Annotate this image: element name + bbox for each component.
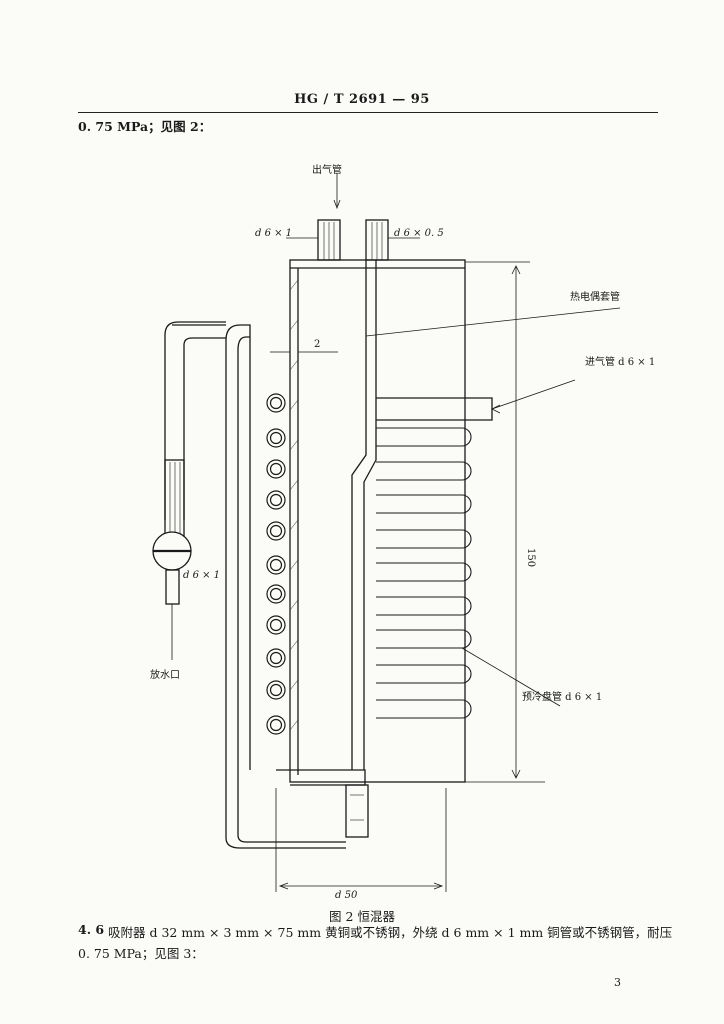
section-text-line2: 0. 75 MPa；见图 3：: [78, 946, 204, 961]
label-height-150: 150: [525, 548, 536, 567]
bottom-drain-fitting: [345, 784, 369, 838]
label-d6x1-top: d 6 × 1: [255, 228, 292, 239]
label-precool: 预冷盘管 d 6 × 1: [522, 690, 602, 703]
label-outlet: 出气管: [312, 163, 342, 176]
precool-coil: [376, 427, 472, 719]
page-number: 3: [614, 976, 621, 989]
label-wall-thickness: 2: [314, 339, 320, 350]
label-d50: d 50: [335, 890, 358, 901]
figure-caption: 图 2 恒混器: [329, 909, 395, 924]
vessel-body: [289, 259, 466, 783]
label-d6x1-drain: d 6 × 1: [183, 570, 220, 581]
label-drain: 放水口: [150, 668, 180, 681]
section-text-line1: 吸附器 d 32 mm × 3 mm × 75 mm 黄铜或不锈钢，外绕 d 6…: [108, 925, 673, 940]
inlet-tube: [376, 397, 493, 421]
left-coil: [266, 393, 286, 735]
label-thermocouple: 热电偶套管: [570, 290, 620, 303]
height-dimension: [465, 261, 545, 783]
label-d6x05: d 6 × 0. 5: [394, 228, 444, 239]
label-inlet: 进气管 d 6 × 1: [585, 355, 655, 368]
section-number: 4. 6: [78, 922, 105, 937]
width-dimension: [275, 788, 447, 892]
drain-tube: [164, 459, 185, 541]
header-rule: [78, 112, 658, 113]
intro-line: 0. 75 MPa；见图 2：: [78, 119, 212, 134]
document-code: HG / T 2691 — 95: [294, 92, 430, 107]
